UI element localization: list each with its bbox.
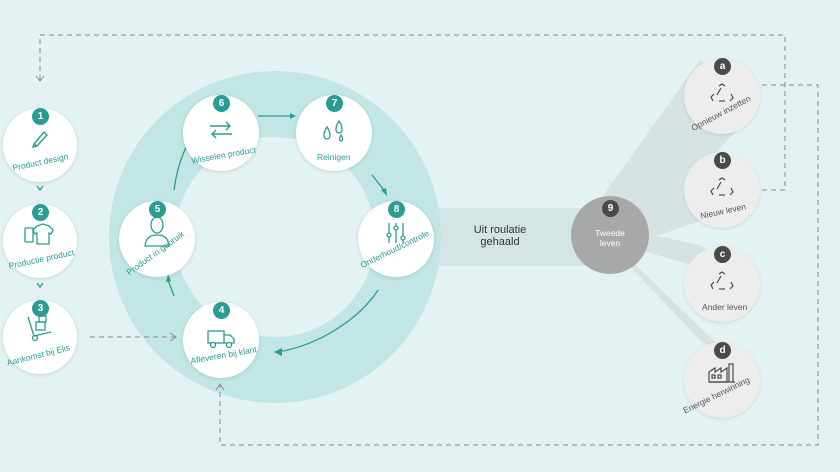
exit-label-line2: gehaald <box>480 236 520 248</box>
second-life-line2: leven <box>599 238 621 248</box>
outcome-badge-d: d <box>714 342 731 359</box>
outcome-badge-b: b <box>714 152 731 169</box>
dashed-arrowheads <box>35 75 225 391</box>
factory-icon <box>708 363 735 383</box>
second-life-line1: Tweede <box>595 228 625 238</box>
second-life-badge: 9 <box>602 200 619 217</box>
left-chevrons <box>36 185 44 289</box>
recycle-icon <box>710 177 734 196</box>
pencil-icon <box>31 130 48 148</box>
water-drops-icon <box>323 119 344 142</box>
recycle-icon <box>710 83 734 102</box>
step-badge-4: 4 <box>213 302 230 319</box>
step-badge-1: 1 <box>32 108 49 125</box>
shirt-icon <box>24 223 54 245</box>
step-badge-7: 7 <box>326 95 343 112</box>
step-badge-3: 3 <box>32 300 49 317</box>
exit-label: Uit roulatie gehaald <box>460 224 540 248</box>
truck-icon <box>207 330 235 349</box>
second-life-label: Tweede leven <box>581 228 639 248</box>
hand-truck-icon <box>27 315 52 342</box>
step-badge-8: 8 <box>388 201 405 218</box>
step-badge-2: 2 <box>32 204 49 221</box>
dashed-paths <box>39 34 819 446</box>
step-label-reinigen: Reinigen <box>317 152 351 162</box>
step-badge-6: 6 <box>213 95 230 112</box>
swap-arrows-icon <box>210 121 232 139</box>
step-badge-5: 5 <box>149 201 166 218</box>
exit-label-line1: Uit roulatie <box>473 224 527 236</box>
recycle-icon <box>710 271 734 290</box>
outcome-badge-a: a <box>714 58 731 75</box>
outcome-badge-c: c <box>714 246 731 263</box>
sliders-icon <box>386 223 406 243</box>
outcome-label-ander: Ander leven <box>702 302 748 312</box>
